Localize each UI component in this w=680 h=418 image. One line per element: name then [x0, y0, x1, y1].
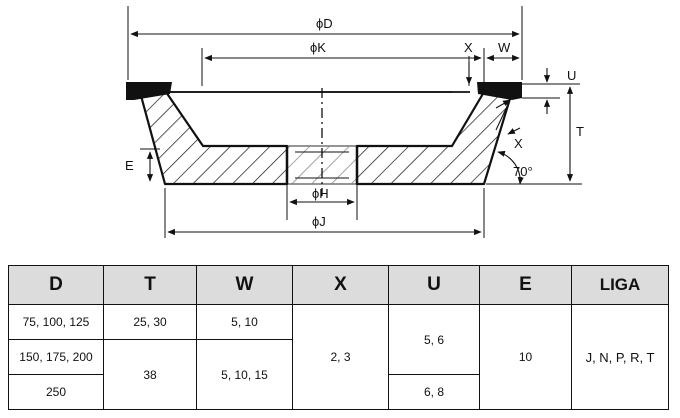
- cell-e: 10: [479, 304, 572, 410]
- table-row: 250 6, 8: [8, 374, 669, 410]
- table-row: 75, 100, 125 25, 30 5, 10 2, 3 5, 6 10 J…: [8, 304, 669, 410]
- dim-label-x-side: X: [514, 136, 523, 151]
- header-t: T: [103, 265, 197, 305]
- cell-t: 25, 30: [103, 304, 197, 340]
- extension-lines: [127, 6, 582, 238]
- dim-label-angle: 70°: [513, 164, 533, 179]
- dim-label-k: ϕK: [310, 40, 326, 55]
- wheel-cross-section-drawing: ϕD ϕK X W U T X 70° E ϕH ϕJ: [125, 6, 584, 238]
- cell-d: 75, 100, 125: [8, 304, 104, 340]
- cell-d: 150, 175, 200: [8, 339, 104, 375]
- dim-label-t: T: [576, 124, 584, 139]
- cell-d: 250: [8, 374, 104, 410]
- dim-label-u: U: [567, 68, 576, 83]
- diamond-rim-right: [477, 82, 522, 100]
- dim-label-w: W: [498, 40, 511, 55]
- cell-liga: J, N, P, R, T: [571, 304, 669, 410]
- header-liga: LIGA: [571, 265, 669, 305]
- dim-label-j: ϕJ: [312, 214, 326, 229]
- header-w: W: [196, 265, 293, 305]
- specification-table: D T W X U E LIGA 75, 100, 125 25, 30 5, …: [8, 265, 669, 410]
- header-u: U: [388, 265, 480, 305]
- dim-label-e: E: [125, 158, 134, 173]
- dim-label-x-top: X: [464, 40, 473, 55]
- table-header-row: D T W X U E LIGA: [8, 265, 669, 305]
- table-row: 150, 175, 200 38 5, 10, 15: [8, 339, 669, 410]
- cell-x: 2, 3: [292, 304, 389, 410]
- dim-label-d: ϕD: [316, 16, 333, 31]
- cell-u: 5, 6: [388, 304, 480, 375]
- diamond-rim-left: [126, 82, 172, 100]
- cell-u: 6, 8: [388, 374, 480, 410]
- header-x: X: [292, 265, 389, 305]
- dim-label-h: ϕH: [312, 186, 329, 201]
- cell-t: 38: [103, 339, 197, 410]
- cell-w: 5, 10: [196, 304, 293, 340]
- cell-w: 5, 10, 15: [196, 339, 293, 410]
- dimension-lines: [130, 30, 574, 236]
- header-e: E: [479, 265, 572, 305]
- header-d: D: [8, 265, 104, 305]
